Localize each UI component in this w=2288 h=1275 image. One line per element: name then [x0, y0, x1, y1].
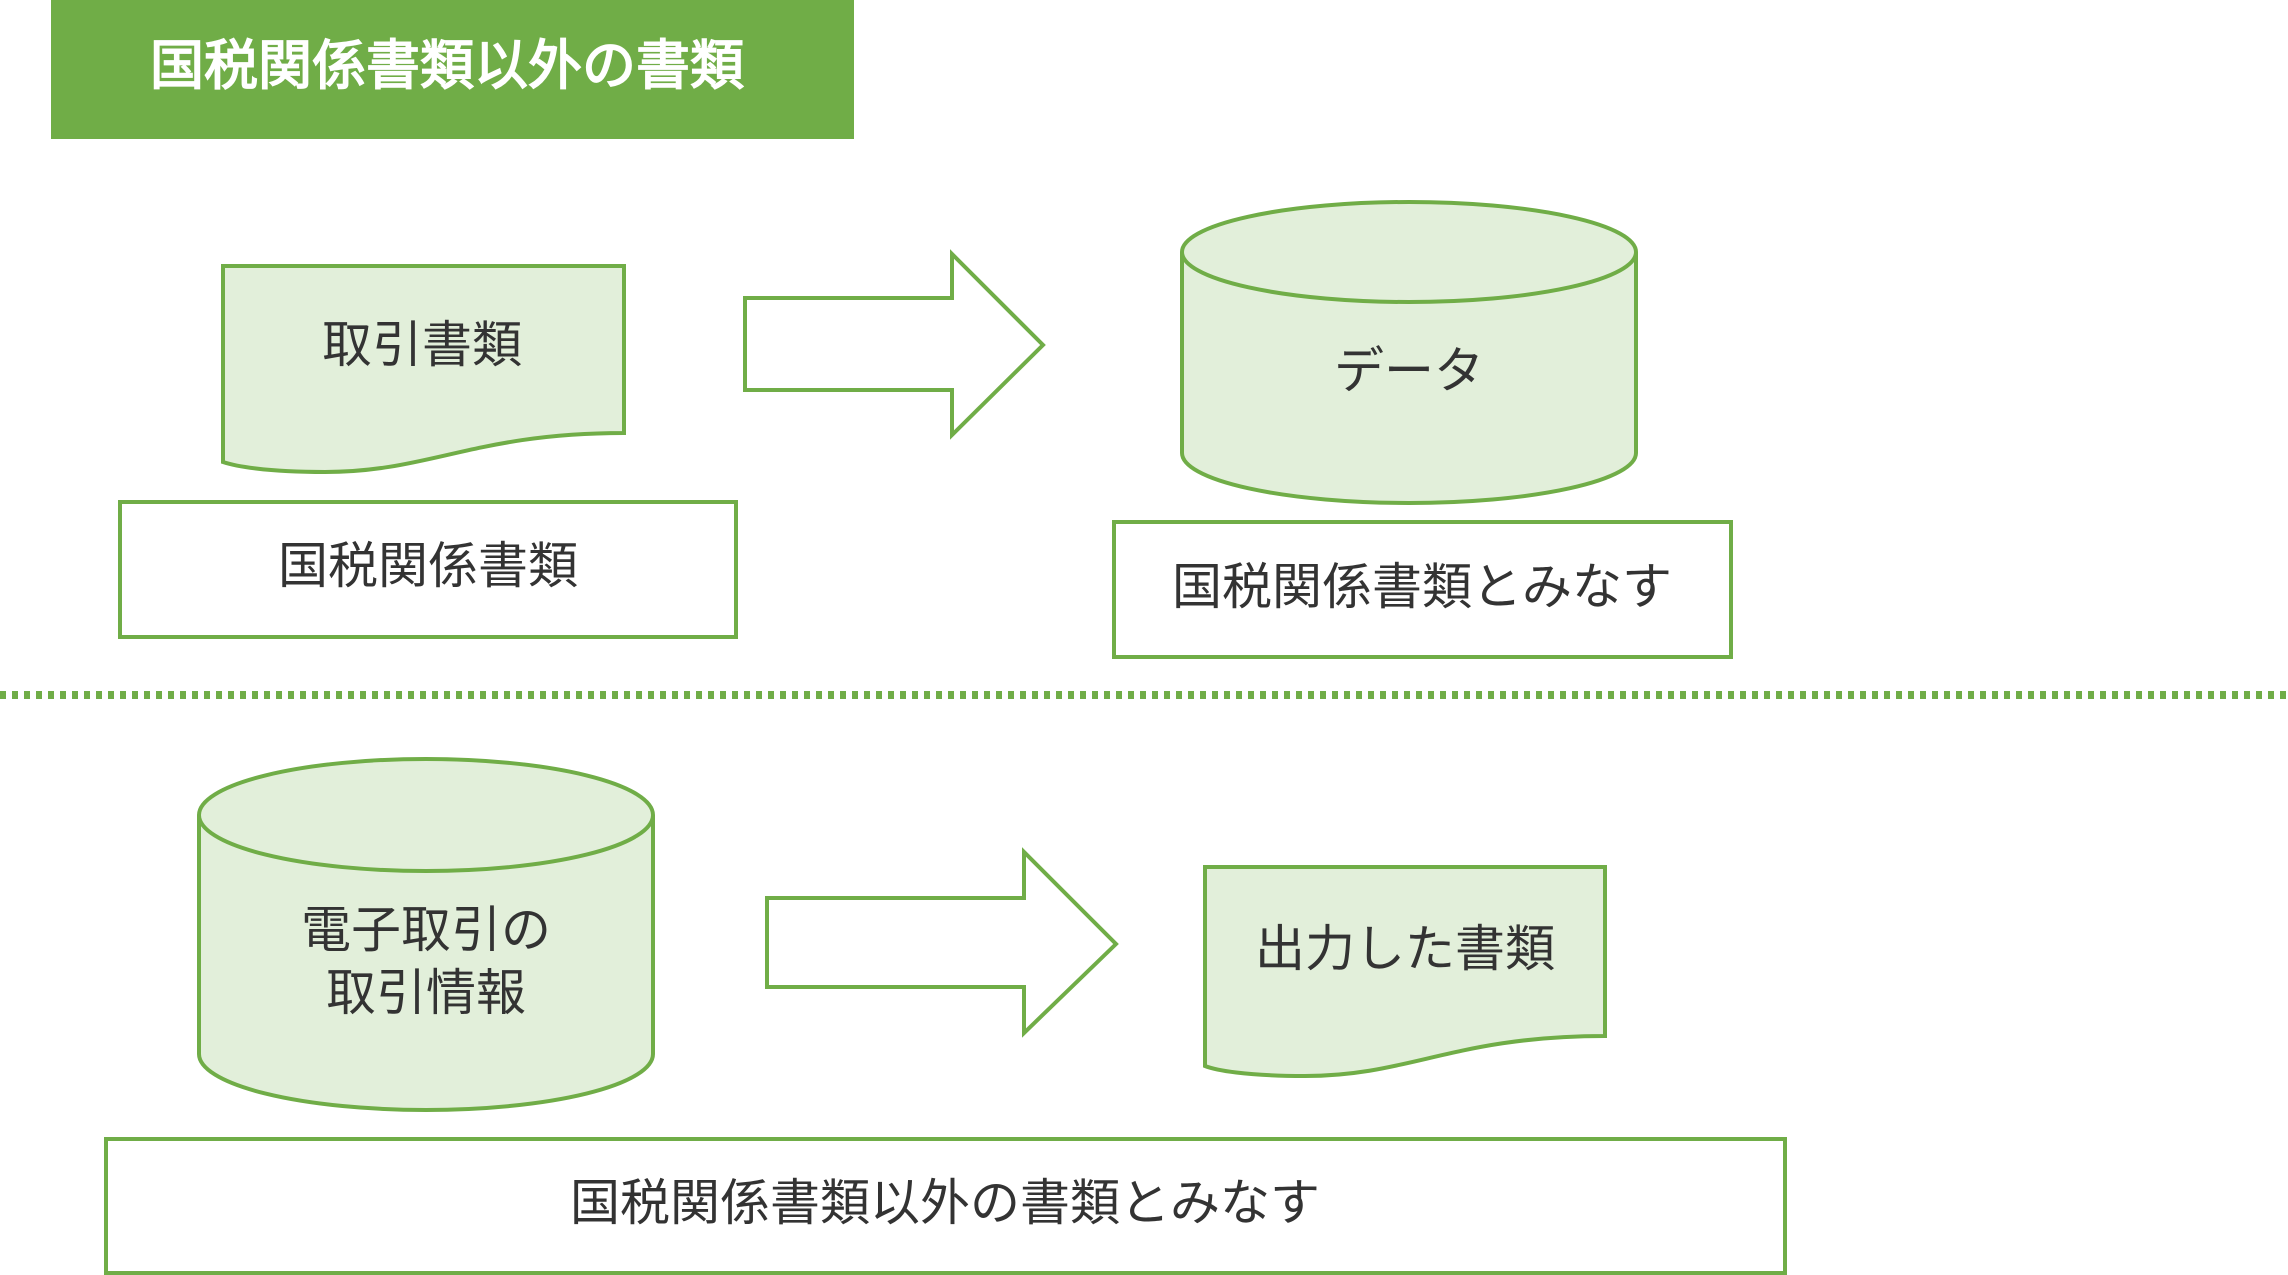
caption-box-tax-docs: 国税関係書類 [118, 500, 738, 639]
cylinder-body [197, 815, 655, 1112]
cylinder-body [1180, 252, 1638, 505]
cylinder-top [1180, 200, 1638, 304]
caption-box-deemed-tax-docs: 国税関係書類とみなす [1112, 520, 1733, 659]
caption-box [104, 1137, 1787, 1275]
document-label: 出力した書類 [1255, 920, 1555, 978]
cylinder-label-line1: 電子取引の [301, 901, 551, 959]
caption-box-deemed-non-tax-docs: 国税関係書類以外の書類とみなす [104, 1137, 1787, 1275]
document-label: 取引書類 [322, 316, 522, 374]
caption-text: 国税関係書類 [278, 537, 578, 595]
arrow-right-icon [765, 847, 1119, 1038]
cylinder-data: データ [1180, 200, 1638, 505]
caption-box [118, 500, 738, 639]
document-printed-docs: 出力した書類 [1203, 865, 1607, 1079]
cylinder-top [197, 757, 655, 873]
page-title: 国税関係書類以外の書類 [150, 34, 745, 97]
document-transaction-docs: 取引書類 [221, 264, 626, 475]
title-banner: 国税関係書類以外の書類 [51, 0, 854, 139]
cylinder-label-line2: 取引情報 [326, 964, 526, 1022]
title-banner-background [51, 0, 854, 139]
caption-box [1112, 520, 1733, 659]
caption-text: 国税関係書類以外の書類とみなす [570, 1174, 1320, 1232]
cylinder-label: データ [1334, 342, 1484, 400]
document-shape [1203, 865, 1607, 1079]
caption-text: 国税関係書類とみなす [1172, 558, 1672, 616]
document-shape [221, 264, 626, 475]
arrow-right-icon [743, 249, 1046, 440]
cylinder-e-transaction-info: 電子取引の 取引情報 [197, 757, 655, 1112]
